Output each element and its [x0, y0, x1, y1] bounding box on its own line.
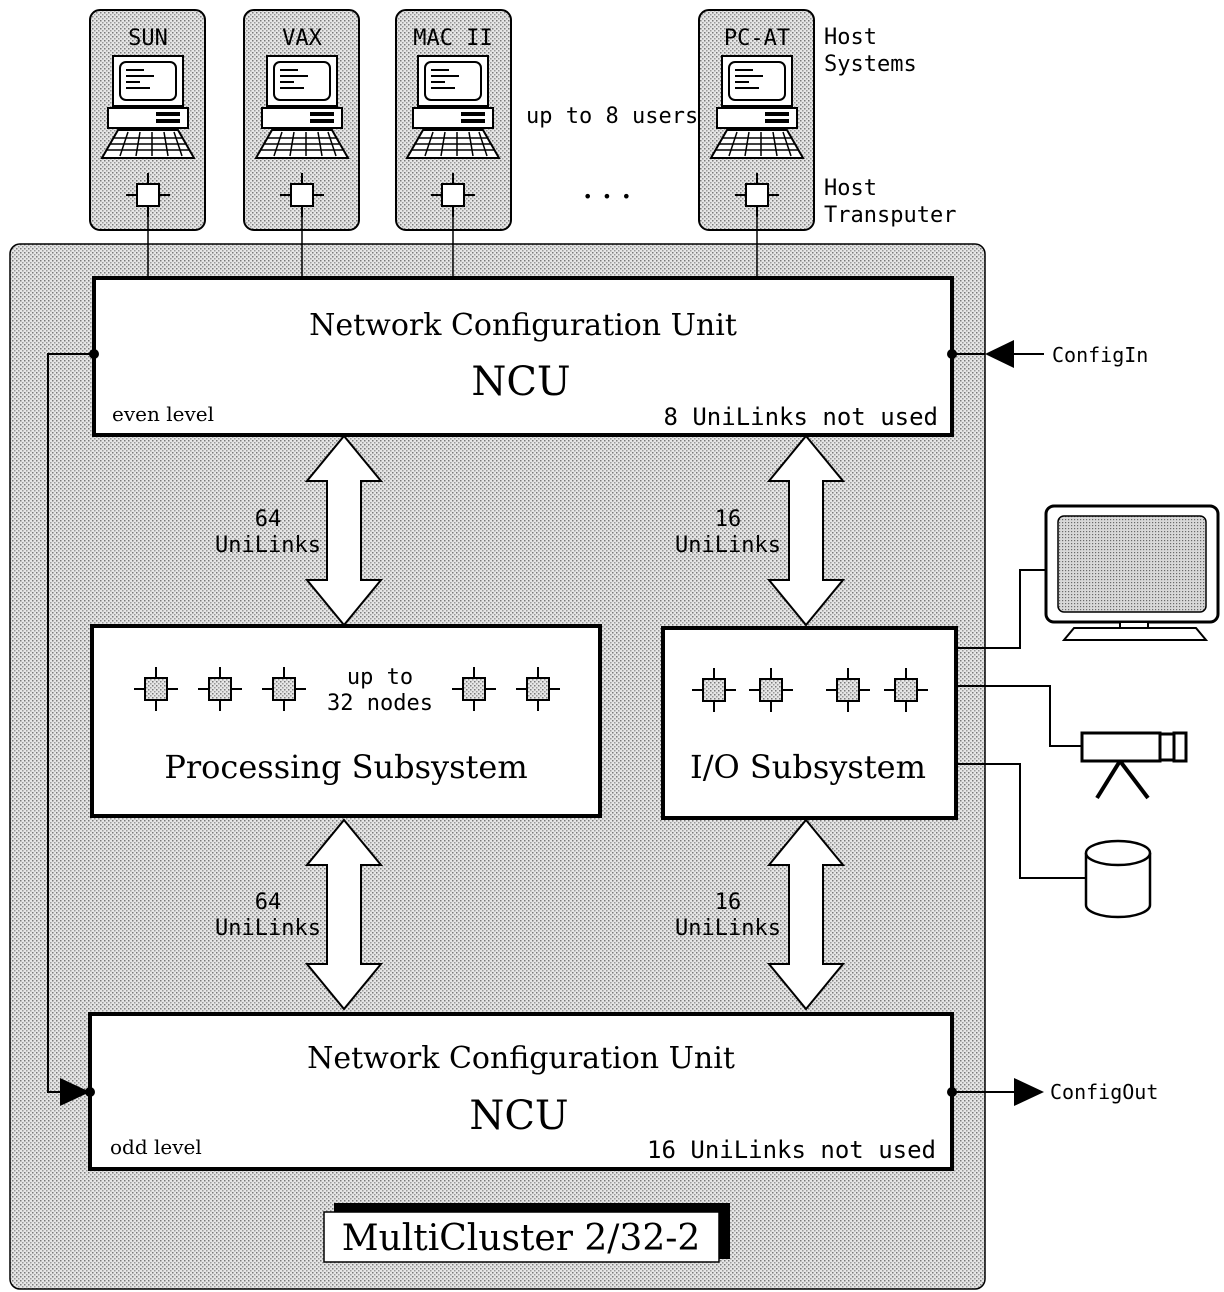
- system-title-badge: MultiCluster 2/32-2: [323, 1203, 730, 1263]
- system-title: MultiCluster 2/32-2: [342, 1218, 701, 1259]
- host-label-vax: VAX: [282, 26, 322, 51]
- host-label-sun: SUN: [128, 26, 168, 51]
- camera-icon: [1080, 731, 1188, 800]
- config-in-arrowhead: [985, 340, 1014, 368]
- ncu-top-title: Network Configuration Unit: [309, 308, 737, 343]
- io-bottom-links-count: 16: [715, 890, 742, 915]
- disk-storage-icon: [1084, 839, 1152, 919]
- computer-icon: [255, 55, 349, 159]
- ncu-top-abbr: NCU: [471, 359, 570, 405]
- io-top-link-arrow: [766, 434, 846, 627]
- host-sun[interactable]: SUN: [89, 9, 206, 278]
- ncu-bottom-title: Network Configuration Unit: [307, 1041, 735, 1076]
- computer-icon: [406, 55, 500, 159]
- host-label-pcat: PC-AT: [724, 26, 790, 51]
- nodes-note-2: 32 nodes: [327, 691, 433, 716]
- ncu-bottom[interactable]: Network Configuration Unit NCU odd level…: [85, 1012, 957, 1171]
- config-out-label: ConfigOut: [1050, 1080, 1158, 1104]
- io-subsystem[interactable]: I/O Subsystem: [661, 626, 958, 820]
- host-systems-label-2: Systems: [824, 52, 917, 77]
- config-loop-arrowhead: [60, 1078, 90, 1106]
- config-loop-line: [47, 353, 94, 1093]
- processing-title: Processing Subsystem: [164, 748, 527, 786]
- proc-bottom-links-count: 64: [255, 890, 282, 915]
- io-title: I/O Subsystem: [690, 748, 926, 786]
- proc-bottom-link-arrow: [304, 818, 384, 1011]
- ncu-top[interactable]: Network Configuration Unit NCU even leve…: [89, 276, 957, 437]
- ncu-top-unused: 8 UniLinks not used: [663, 403, 938, 431]
- io-bottom-links-label: UniLinks: [675, 916, 781, 941]
- ncu-bottom-abbr: NCU: [469, 1093, 568, 1139]
- host-vax[interactable]: VAX: [243, 9, 360, 278]
- users-note: up to 8 users: [526, 104, 698, 129]
- host-label-mac: MAC II: [413, 26, 492, 51]
- monitor-icon: [1044, 504, 1220, 641]
- io-bottom-link-arrow: [766, 818, 846, 1011]
- nodes-note-1: up to: [347, 665, 413, 690]
- host-transputer-label-2: Transputer: [824, 203, 956, 228]
- host-mac-ii[interactable]: MAC II: [395, 9, 512, 278]
- config-in-label: ConfigIn: [1052, 343, 1148, 367]
- proc-top-links-count: 64: [255, 507, 282, 532]
- config-out-arrowhead: [1014, 1078, 1044, 1106]
- ncu-top-level: even level: [112, 402, 214, 426]
- proc-top-links-label: UniLinks: [215, 533, 321, 558]
- host-pc-at[interactable]: PC-AT: [698, 9, 815, 278]
- processing-subsystem[interactable]: up to 32 nodes Processing Subsystem: [90, 624, 602, 818]
- computer-icon: [710, 55, 804, 159]
- host-systems-label-1: Host: [824, 25, 877, 50]
- ncu-bottom-level: odd level: [110, 1135, 202, 1159]
- computer-icon: [101, 55, 195, 159]
- ellipsis: • • •: [583, 187, 631, 206]
- io-top-links-label: UniLinks: [675, 533, 781, 558]
- host-transputer-label-1: Host: [824, 176, 877, 201]
- proc-bottom-links-label: UniLinks: [215, 916, 321, 941]
- io-top-links-count: 16: [715, 507, 742, 532]
- ncu-bottom-unused: 16 UniLinks not used: [647, 1136, 936, 1164]
